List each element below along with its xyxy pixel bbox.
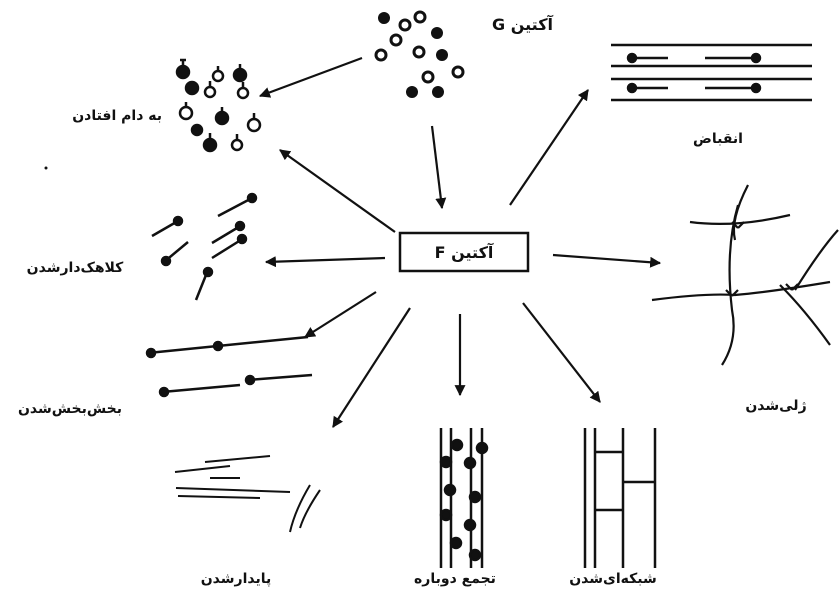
arrow-to-gelation [552, 253, 662, 268]
arrow-g-to-f [430, 125, 447, 210]
label-gelation: ژلی‌شدن [745, 398, 806, 414]
f-actin-label: F آکتین [435, 242, 494, 262]
severing-illustration [145, 335, 313, 398]
arrows [258, 56, 662, 428]
capping-illustration [151, 192, 258, 301]
crosslinking-illustration [583, 428, 657, 568]
arrow-to-contraction [509, 89, 589, 206]
gelation-illustration [651, 184, 839, 366]
bundling-illustration [439, 428, 489, 568]
label-bundling: تجمع دوباره [414, 571, 496, 587]
arrow-to-crosslinking [522, 302, 601, 403]
label-capping: کلاهک‌دارشدن [27, 260, 125, 276]
g-actin-monomers [374, 10, 465, 98]
arrow-to-stabilizing [332, 307, 411, 428]
label-severing: بخش‌بخش‌شدن [18, 401, 122, 417]
arrow-to-trapping [279, 149, 396, 233]
f-actin-box: F آکتین [398, 231, 530, 273]
label-trapping: به دام افتادن [72, 108, 162, 124]
stabilizing-illustration [174, 455, 321, 533]
arrow-g-to-trapping [258, 56, 363, 98]
label-g-actin: G آکتین [492, 14, 553, 34]
label-stabilizing: پایدارشدن [201, 571, 272, 587]
arrow-to-severing [304, 291, 377, 338]
contraction-illustration [611, 43, 812, 102]
stray-dot [44, 166, 48, 170]
label-contraction: انقباض [693, 131, 743, 147]
label-crosslinking: شبکه‌ای‌شدن [569, 571, 657, 587]
trapped-monomers [175, 58, 262, 153]
arrow-to-capping [264, 256, 386, 268]
